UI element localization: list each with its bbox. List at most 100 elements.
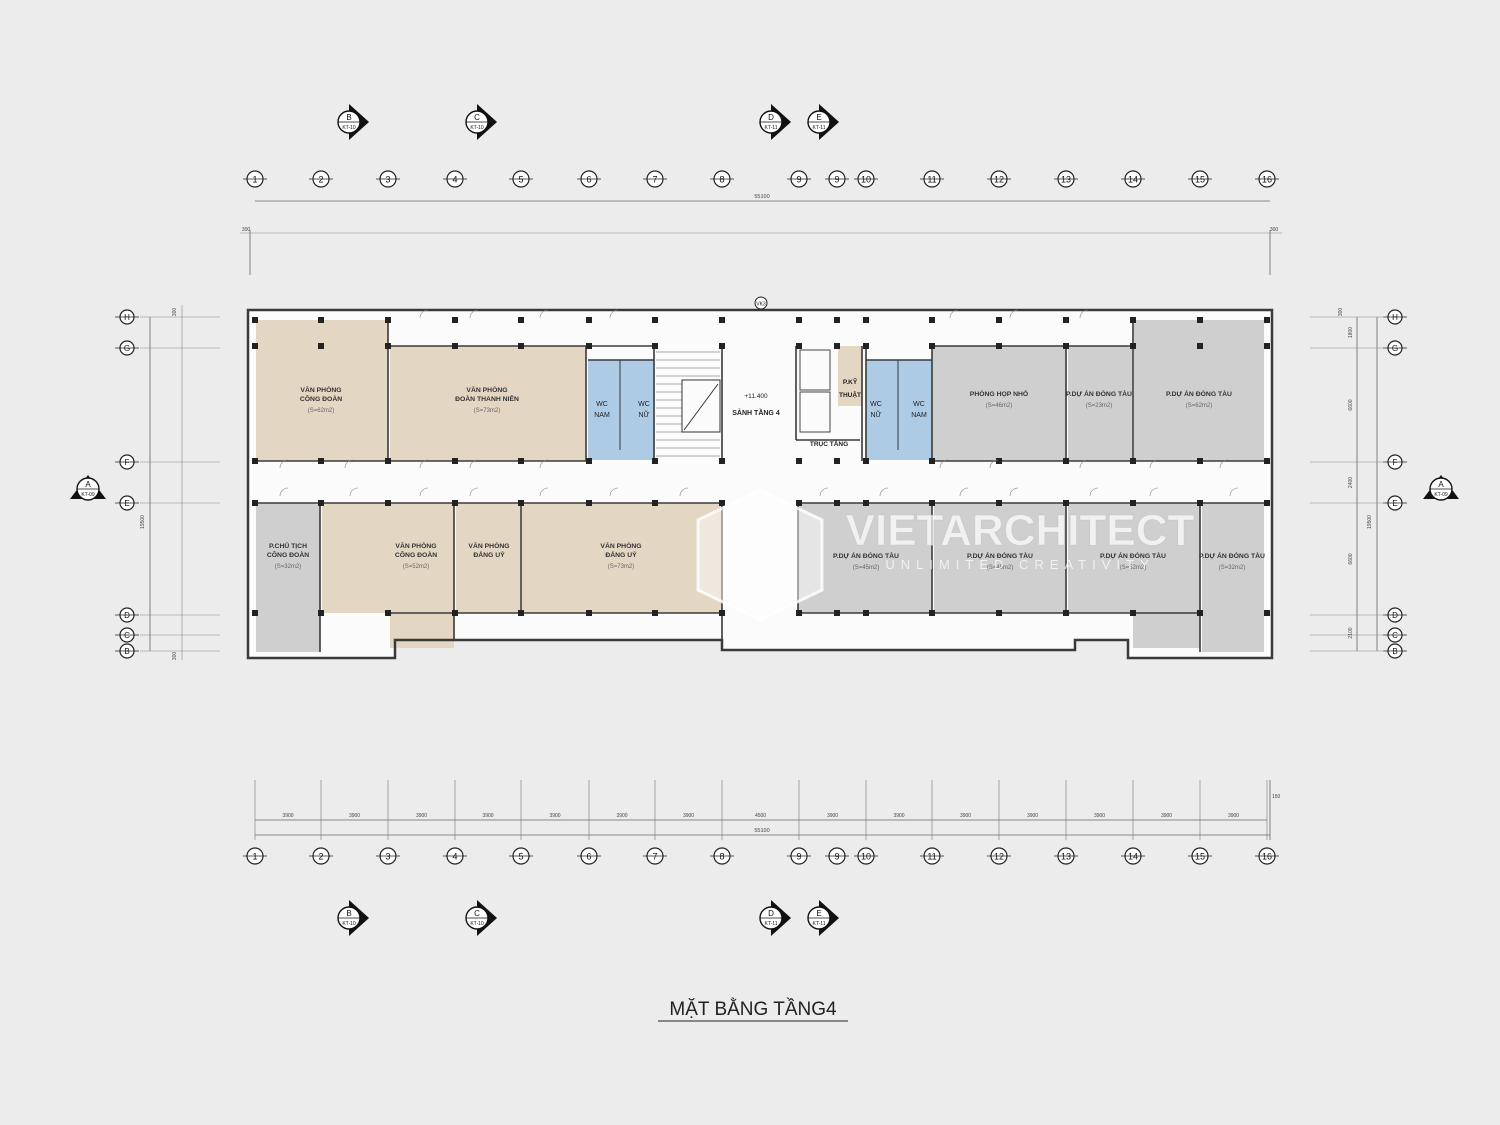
grid-label: 13	[1061, 852, 1071, 862]
room-area: (S=73m2)	[608, 564, 635, 570]
column	[929, 343, 935, 349]
grid-label: 14	[1128, 852, 1138, 862]
room-area: (S=45m2)	[853, 565, 880, 571]
column	[318, 458, 324, 464]
column	[518, 343, 524, 349]
door-swing	[419, 309, 429, 319]
shaft-label: TRỤC TẦNG	[810, 438, 848, 448]
column	[586, 458, 592, 464]
column	[796, 458, 802, 464]
wc-label: NAM	[594, 412, 610, 419]
section-ref: KT-11	[813, 921, 826, 927]
grid-label: 1	[252, 175, 257, 185]
room-area: (S=46m2)	[986, 403, 1013, 409]
column	[252, 500, 258, 506]
grid-label: 10	[861, 852, 871, 862]
grid-label: B	[1392, 647, 1397, 656]
column	[586, 500, 592, 506]
bottom-span-value: 3900	[1094, 813, 1105, 819]
door-swing	[1149, 459, 1159, 469]
room-name: P.DỰ ÁN ĐÓNG TÀU	[833, 551, 899, 560]
grid-label: 5	[518, 175, 523, 185]
grid-label: E	[1392, 499, 1397, 508]
room-name: ĐẢNG UỶ	[605, 550, 637, 559]
bottom-span-value: 3900	[960, 813, 971, 819]
room-fill	[456, 503, 520, 613]
column	[996, 500, 1002, 506]
door-swing	[1079, 459, 1089, 469]
stair	[656, 351, 721, 457]
wc-label: WC	[913, 401, 925, 408]
grid-label: 11	[927, 175, 936, 185]
lift-shaft	[799, 391, 831, 433]
wc-fill	[866, 360, 932, 460]
grid-label: 13	[1061, 175, 1071, 185]
column	[796, 610, 802, 616]
grid-label: 15	[1195, 175, 1205, 185]
lobby-label: SẢNH TẦNG 4	[732, 407, 780, 417]
grid-label: 5	[518, 852, 523, 862]
column	[996, 317, 1002, 323]
column	[518, 458, 524, 464]
grid-label: D	[1392, 611, 1398, 620]
column	[929, 610, 935, 616]
right-span-value: 1800	[1348, 327, 1354, 338]
room-name: P.DỰ ÁN ĐÓNG TÀU	[1166, 389, 1232, 398]
column	[1063, 317, 1069, 323]
bottom-span-value: 3900	[482, 813, 493, 819]
room-area: (S=73m2)	[474, 408, 501, 414]
column	[834, 500, 840, 506]
grid-label: 6	[586, 175, 591, 185]
column	[652, 343, 658, 349]
room-fill	[1068, 346, 1132, 461]
grid-label: 14	[1128, 175, 1138, 185]
bottom-span-value: 3900	[549, 813, 560, 819]
wc-label: NỮ	[870, 410, 881, 419]
column	[652, 500, 658, 506]
room-area: (S=32m2)	[1219, 565, 1246, 571]
right-span-value: 2400	[1348, 477, 1354, 488]
grid-label: H	[1392, 313, 1398, 322]
column	[252, 317, 258, 323]
grid-label: 12	[994, 175, 1004, 185]
grid-label: 2	[318, 852, 323, 862]
column	[1130, 458, 1136, 464]
section-ref: KT-11	[813, 125, 826, 131]
level-marker-label: VK3	[756, 302, 766, 308]
grid-label: 2	[318, 175, 323, 185]
room-fill	[1068, 503, 1200, 613]
room-fill	[798, 503, 932, 613]
door-swing	[939, 459, 949, 469]
column	[719, 317, 725, 323]
grid-label: F	[125, 458, 130, 467]
column	[518, 500, 524, 506]
room-name: CÔNG ĐOÀN	[395, 550, 437, 559]
grid-label: 3	[385, 852, 390, 862]
door-swing	[349, 487, 359, 497]
column	[834, 317, 840, 323]
door-swing	[279, 487, 289, 497]
column	[518, 610, 524, 616]
column	[834, 458, 840, 464]
door-swing	[679, 487, 689, 497]
section-letter: E	[816, 113, 821, 122]
right-span-value: 6600	[1348, 399, 1354, 410]
room-name: VĂN PHÒNG	[468, 541, 509, 550]
column	[318, 500, 324, 506]
bottom-dim-total: 55100	[754, 828, 769, 834]
top-edge-left: 300	[242, 227, 251, 233]
column	[385, 500, 391, 506]
column	[252, 343, 258, 349]
column	[452, 343, 458, 349]
room-name: P.DỰ ÁN ĐÓNG TÀU	[1100, 551, 1166, 560]
column	[1063, 610, 1069, 616]
door-swing	[989, 459, 999, 469]
grid-label: F	[1393, 458, 1398, 467]
room-name: ĐOÀN THANH NIÊN	[455, 394, 519, 403]
wc-label: WC	[870, 401, 882, 408]
column	[518, 317, 524, 323]
door-swing	[609, 309, 619, 319]
room-fill	[256, 503, 320, 652]
